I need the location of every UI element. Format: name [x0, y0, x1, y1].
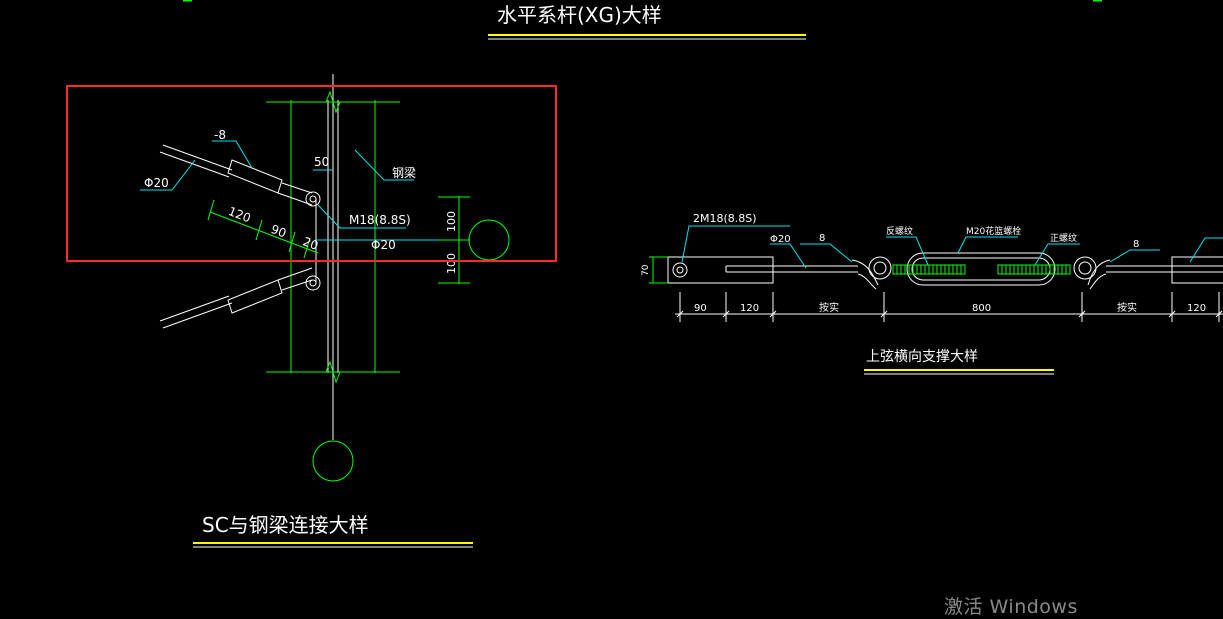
eye-left [868, 256, 892, 280]
label-left-thread: 反螺纹 [886, 225, 913, 237]
upper-rod [162, 144, 233, 171]
dim-chain-ticks [679, 292, 1220, 322]
label-rod2: Φ20 [371, 238, 396, 252]
axis-bubble [468, 219, 510, 261]
dim-chain-4: 800 [972, 303, 991, 314]
weld-leader-a [800, 243, 853, 263]
leader-plate-top [212, 140, 253, 169]
dim-inclined [209, 211, 319, 254]
dim-ext [288, 231, 296, 253]
leader-bolt-right [681, 225, 790, 263]
dim-90: 90 [269, 222, 288, 241]
eye-right-inner [1078, 261, 1092, 275]
label-bolt: M18(8.8S) [349, 213, 411, 227]
eye-right [1073, 256, 1097, 280]
leader-bolt [317, 204, 406, 229]
turnbuckle-body [906, 252, 1056, 286]
label-right-thread: 正螺纹 [1050, 232, 1077, 244]
side-dim-label: 70 [641, 264, 651, 276]
leader-beam [354, 149, 414, 181]
leader-right-thread [1034, 243, 1080, 266]
dim-chain-6: 120 [1187, 303, 1206, 314]
dim-chain-slashes [676, 310, 1223, 318]
weld-a: 8 [819, 233, 825, 244]
hook-left [851, 259, 879, 290]
dim-ext [255, 219, 263, 241]
label-rod: Φ20 [144, 176, 169, 190]
lower-bolt-hole [305, 275, 321, 291]
leader-left-thread [886, 236, 929, 266]
windows-activation-watermark: 激活 Windows [944, 596, 1078, 618]
hook-right [1087, 259, 1111, 290]
lower-plate-ear [281, 279, 313, 291]
end-bolt [676, 266, 684, 274]
leader-turnbuckle [957, 236, 1018, 254]
selection-box[interactable] [66, 85, 557, 262]
upper-rod [159, 151, 230, 178]
label-bolt-right: 2M18(8.8S) [693, 212, 757, 225]
leader-rod [140, 159, 196, 191]
label-rod-right: Φ20 [770, 234, 791, 245]
dim-100b: 100 [445, 253, 458, 274]
label-turnbuckle: M20花篮螺栓 [966, 225, 1021, 237]
axis-bubble [312, 440, 354, 482]
break-mark [325, 360, 341, 384]
label-beam: 钢梁 [392, 165, 416, 180]
end-plate-right [1171, 256, 1223, 284]
dim-ext [207, 199, 215, 221]
lower-plate-ear [277, 267, 313, 281]
end-hole [672, 262, 688, 278]
dim-ext [303, 237, 311, 259]
upper-bolt-hole [305, 191, 321, 207]
top-title: 水平系杆(XG)大样 [497, 3, 662, 27]
thread-hatch [896, 265, 1067, 274]
lower-plate [227, 279, 283, 314]
upper-plate [227, 159, 283, 194]
leader-right-edge [1189, 237, 1223, 263]
upper-bolt [309, 195, 317, 203]
dim-50: 50 [314, 155, 329, 169]
lower-bolt [309, 279, 317, 287]
dim-100a: 100 [445, 211, 458, 232]
right-title: 上弦横向支撑大样 [866, 349, 978, 365]
label-plate-top: -8 [214, 128, 226, 142]
dim-20: 20 [301, 234, 320, 253]
dim-120: 120 [226, 204, 252, 225]
end-plate-left [667, 256, 774, 284]
weld-b: 8 [1133, 239, 1139, 250]
lower-rod [159, 295, 230, 322]
dim-chain-3: 按实 [819, 301, 839, 314]
upper-plate-ear [281, 182, 313, 194]
lower-rod [162, 302, 233, 329]
upper-plate-ear [277, 192, 313, 206]
break-mark [325, 90, 341, 114]
dim-chain-2: 120 [740, 303, 759, 314]
left-title: SC与钢梁连接大样 [202, 513, 369, 537]
eye-left-inner [873, 261, 887, 275]
dim-chain-5: 按实 [1117, 301, 1137, 314]
weld-leader-b [1109, 249, 1160, 263]
dim-chain-1: 90 [694, 303, 707, 314]
leader-rod-right [770, 243, 807, 269]
